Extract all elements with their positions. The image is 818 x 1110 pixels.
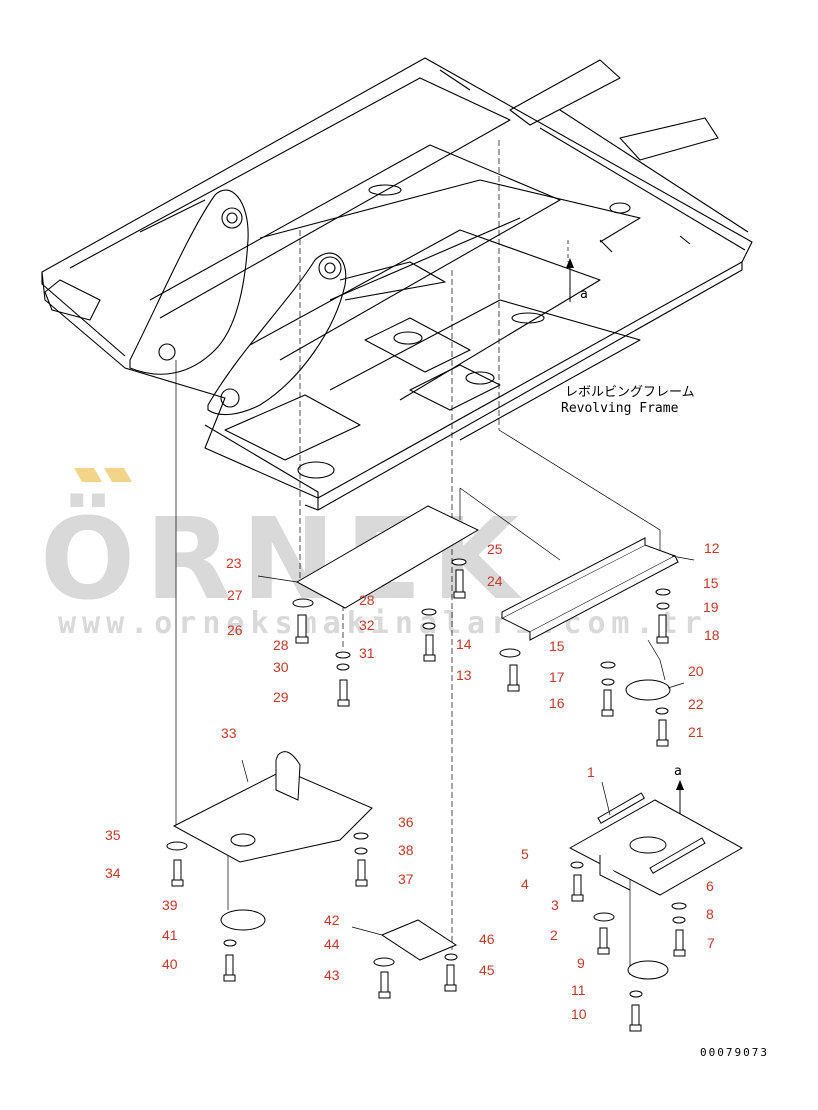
callout-29: 29	[273, 689, 289, 705]
watermark-url: www.orneksmakinalari.com.tr	[58, 606, 708, 641]
small-cover-39	[220, 909, 266, 931]
callout-36: 36	[398, 814, 414, 830]
callout-10: 10	[571, 1006, 587, 1022]
callout-17: 17	[549, 669, 565, 685]
callout-3: 3	[551, 897, 559, 913]
callout-8: 8	[706, 906, 714, 922]
callout-28a: 28	[359, 592, 375, 608]
callout-15b: 15	[549, 638, 565, 654]
callout-14: 14	[456, 636, 472, 652]
parts	[166, 505, 744, 1032]
callout-46: 46	[479, 931, 495, 947]
callout-20: 20	[688, 663, 704, 679]
small-cover-11	[627, 960, 669, 980]
callout-22: 22	[688, 696, 704, 712]
callout-37: 37	[398, 871, 414, 887]
watermark-accent-left	[74, 468, 102, 482]
cover-plate-23	[295, 505, 480, 609]
callout-23: 23	[226, 555, 242, 571]
cover-plate-42	[380, 919, 458, 961]
callout-6: 6	[706, 878, 714, 894]
callout-5: 5	[521, 846, 529, 862]
callout-43: 43	[324, 967, 340, 983]
callouts: 1 2 3 4 5 6 7 8 9 10 11 12 13 14 15 15 1…	[105, 540, 720, 1022]
callout-11: 11	[571, 982, 586, 998]
frame-label-en: Revolving Frame	[561, 401, 679, 416]
callout-33: 33	[221, 725, 237, 741]
view-marker-lower: a	[674, 764, 682, 779]
callout-27: 27	[227, 587, 243, 603]
callout-28b: 28	[273, 637, 289, 653]
callout-44: 44	[324, 936, 340, 952]
callout-12: 12	[704, 540, 720, 556]
callout-19: 19	[703, 599, 719, 615]
callout-32: 32	[359, 617, 375, 633]
bolts	[171, 569, 686, 1032]
callout-45: 45	[479, 962, 495, 978]
view-arrow-upper: a	[566, 258, 588, 302]
callout-42: 42	[324, 912, 340, 928]
callout-2: 2	[550, 927, 558, 943]
revolving-frame	[41, 57, 753, 511]
callout-35: 35	[105, 827, 121, 843]
callout-30: 30	[273, 659, 289, 675]
callout-4: 4	[521, 876, 529, 892]
callout-31: 31	[359, 645, 375, 661]
assembly-lines	[175, 140, 666, 975]
callout-41: 41	[162, 927, 178, 943]
view-arrow-lower: a	[674, 764, 684, 818]
callout-21: 21	[688, 724, 704, 740]
watermark-accent-right	[104, 468, 132, 482]
cover-plate-33	[172, 769, 373, 863]
callout-26: 26	[227, 622, 243, 638]
callout-40: 40	[162, 956, 178, 972]
callout-18: 18	[704, 627, 720, 643]
callout-25: 25	[487, 541, 503, 557]
callout-38: 38	[398, 842, 414, 858]
drawing-number: 00079073	[700, 1046, 769, 1059]
callout-1: 1	[587, 764, 595, 780]
callout-39: 39	[162, 897, 178, 913]
frame-label-jp: レボルビングフレーム	[565, 385, 695, 400]
callout-15a: 15	[703, 575, 719, 591]
callout-34: 34	[105, 865, 121, 881]
callout-13: 13	[456, 667, 472, 683]
callout-9: 9	[577, 955, 585, 971]
small-cover-20	[625, 679, 671, 701]
callout-7: 7	[707, 935, 715, 951]
callout-24: 24	[487, 573, 503, 589]
leader-lines	[241, 555, 695, 936]
callout-16: 16	[549, 695, 565, 711]
view-marker-upper: a	[580, 287, 588, 302]
